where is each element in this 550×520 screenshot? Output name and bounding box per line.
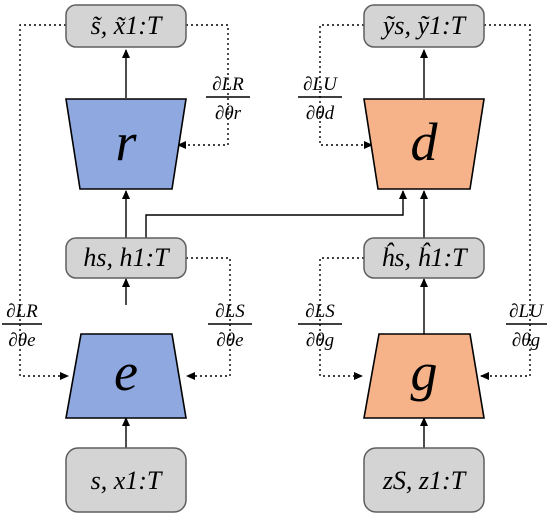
node-noise-input: zS, z1:T bbox=[363, 447, 485, 513]
node-disc-output: ỹs, ỹ1:T bbox=[363, 4, 485, 48]
grad-label-dLR-dtheta-r: ∂LR ∂θr bbox=[206, 74, 250, 124]
svg-text:∂θr: ∂θr bbox=[215, 103, 242, 124]
grad-label-dLS-dtheta-e: ∂LS ∂θe bbox=[208, 301, 252, 351]
grad-path-r bbox=[177, 24, 229, 149]
noise-input-label: zS, z1:T bbox=[382, 466, 467, 495]
node-latent-real: hs, h1:T bbox=[65, 237, 187, 279]
svg-text:∂LU: ∂LU bbox=[509, 301, 544, 322]
grad-path-r-to-e bbox=[19, 24, 69, 380]
svg-text:∂LR: ∂LR bbox=[212, 74, 244, 95]
real-input-label: s, x1:T bbox=[91, 466, 163, 495]
latent-real-label: hs, h1:T bbox=[83, 243, 170, 272]
latent-gen-label: ĥs, ĥ1:T bbox=[381, 243, 468, 272]
module-recovery-r: r bbox=[65, 98, 187, 190]
svg-text:∂LU: ∂LU bbox=[303, 74, 338, 95]
arrow-latent-to-d bbox=[145, 190, 407, 238]
svg-text:∂θe: ∂θe bbox=[8, 330, 35, 351]
grad-label-dLU-dtheta-g: ∂LU ∂θg bbox=[506, 301, 547, 351]
module-d-label: d bbox=[411, 112, 439, 172]
grad-path-s-to-e bbox=[186, 257, 231, 380]
recon-output-label: s̃, x̃1:T bbox=[91, 11, 163, 40]
module-embedder-e: e bbox=[65, 333, 187, 419]
grad-label-dLU-dtheta-d: ∂LU ∂θd bbox=[298, 74, 342, 124]
svg-text:∂LR: ∂LR bbox=[6, 301, 38, 322]
svg-text:∂θd: ∂θd bbox=[306, 103, 335, 124]
grad-path-d bbox=[319, 24, 373, 149]
svg-text:∂LS: ∂LS bbox=[215, 301, 245, 322]
grad-label-dLS-dtheta-g: ∂LS ∂θg bbox=[298, 301, 342, 351]
grad-path-u-to-g bbox=[480, 24, 531, 380]
module-e-label: e bbox=[114, 342, 138, 402]
module-generator-g: g bbox=[363, 333, 485, 419]
module-g-label: g bbox=[411, 342, 438, 402]
grad-path-s-to-g bbox=[319, 257, 364, 380]
node-recon-output: s̃, x̃1:T bbox=[65, 4, 187, 48]
module-r-label: r bbox=[115, 112, 137, 172]
module-discriminator-d: d bbox=[363, 98, 485, 190]
svg-text:∂θg: ∂θg bbox=[512, 330, 540, 351]
svg-text:∂θg: ∂θg bbox=[306, 330, 334, 351]
node-real-input: s, x1:T bbox=[65, 447, 187, 513]
grad-label-dLR-dtheta-e: ∂LR ∂θe bbox=[2, 301, 42, 351]
svg-text:∂LS: ∂LS bbox=[305, 301, 335, 322]
node-latent-gen: ĥs, ĥ1:T bbox=[363, 237, 485, 279]
svg-text:∂θe: ∂θe bbox=[216, 330, 243, 351]
disc-output-label: ỹs, ỹ1:T bbox=[380, 11, 467, 40]
